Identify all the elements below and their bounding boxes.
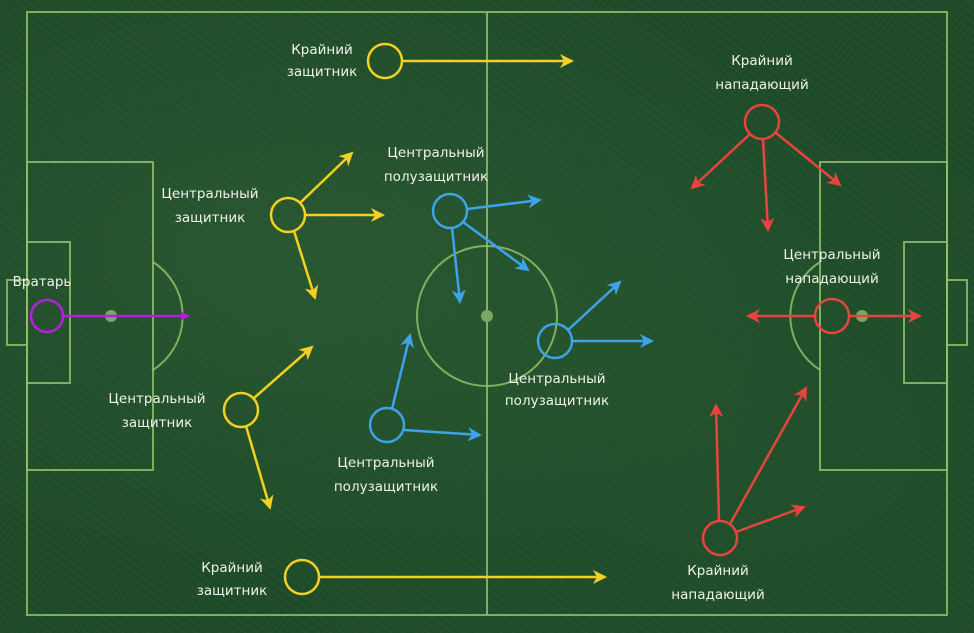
movement-arrow: [462, 220, 530, 272]
movement-arrow: [253, 345, 314, 399]
player-marker: [222, 391, 260, 429]
winger-bottom: [701, 386, 808, 557]
player-labels: Крайний защитник Центральный защитник Це…: [108, 42, 880, 603]
center-forward: [746, 297, 922, 335]
player-label: защитник: [175, 210, 246, 226]
player-marker: [743, 103, 781, 141]
player-marker: [701, 519, 739, 557]
pitch-markings: [6, 11, 968, 616]
movement-arrow: [760, 138, 775, 232]
left-back-bottom: [283, 558, 607, 596]
movement-arrow: [567, 280, 622, 331]
player-label: нападающий: [715, 77, 808, 93]
player-label: Центральный: [108, 391, 205, 407]
player-label: защитник: [197, 583, 268, 599]
movement-arrow: [728, 386, 808, 525]
movement-arrow: [292, 230, 319, 300]
player-label: защитник: [122, 415, 193, 431]
player-label: Крайний: [687, 563, 749, 579]
player-label: Центральный: [783, 247, 880, 263]
left-back-top: [366, 42, 574, 80]
movement-arrow: [709, 403, 724, 522]
left-goal: [6, 279, 28, 346]
movement-arrow: [390, 333, 414, 410]
player-label: Крайний: [291, 42, 353, 58]
player-label: полузащитник: [384, 169, 488, 185]
winger-top: [690, 103, 842, 232]
player-label: Центральный: [337, 455, 434, 471]
center-circle: [416, 245, 558, 387]
movement-arrow: [299, 151, 354, 204]
right-goal: [946, 279, 968, 346]
player-marker: [431, 192, 469, 230]
player-label: Вратарь: [13, 274, 72, 290]
player-marker: [366, 42, 404, 80]
player-marker: [283, 558, 321, 596]
midfielder-bottom: [368, 333, 482, 444]
player-marker: [29, 298, 65, 334]
midfielder-top: [431, 192, 542, 304]
player-label: Центральный: [387, 145, 484, 161]
player-label: защитник: [287, 64, 358, 80]
midfielder-right: [536, 280, 654, 360]
player-label: Центральный: [161, 186, 258, 202]
movement-arrow: [466, 194, 542, 211]
player-label: Крайний: [201, 560, 263, 576]
center-back-top: [269, 151, 385, 300]
center-spot: [481, 310, 493, 322]
center-back-bottom: [222, 345, 314, 510]
player-marker: [368, 406, 406, 444]
movement-arrow: [690, 133, 751, 190]
player-label: полузащитник: [334, 479, 438, 495]
player-label: Центральный: [508, 371, 605, 387]
player-label: Крайний: [731, 53, 793, 69]
player-label: нападающий: [671, 587, 764, 603]
player-label: полузащитник: [505, 393, 609, 409]
goalkeeper: [29, 298, 190, 334]
movement-arrow: [244, 425, 274, 510]
player-marker: [269, 196, 307, 234]
right-goal-area: [903, 241, 948, 384]
movement-arrow: [403, 427, 482, 442]
movement-arrow: [775, 132, 842, 187]
player-label: нападающий: [785, 271, 878, 287]
movement-arrow: [450, 227, 466, 304]
movement-arrow: [735, 504, 806, 534]
